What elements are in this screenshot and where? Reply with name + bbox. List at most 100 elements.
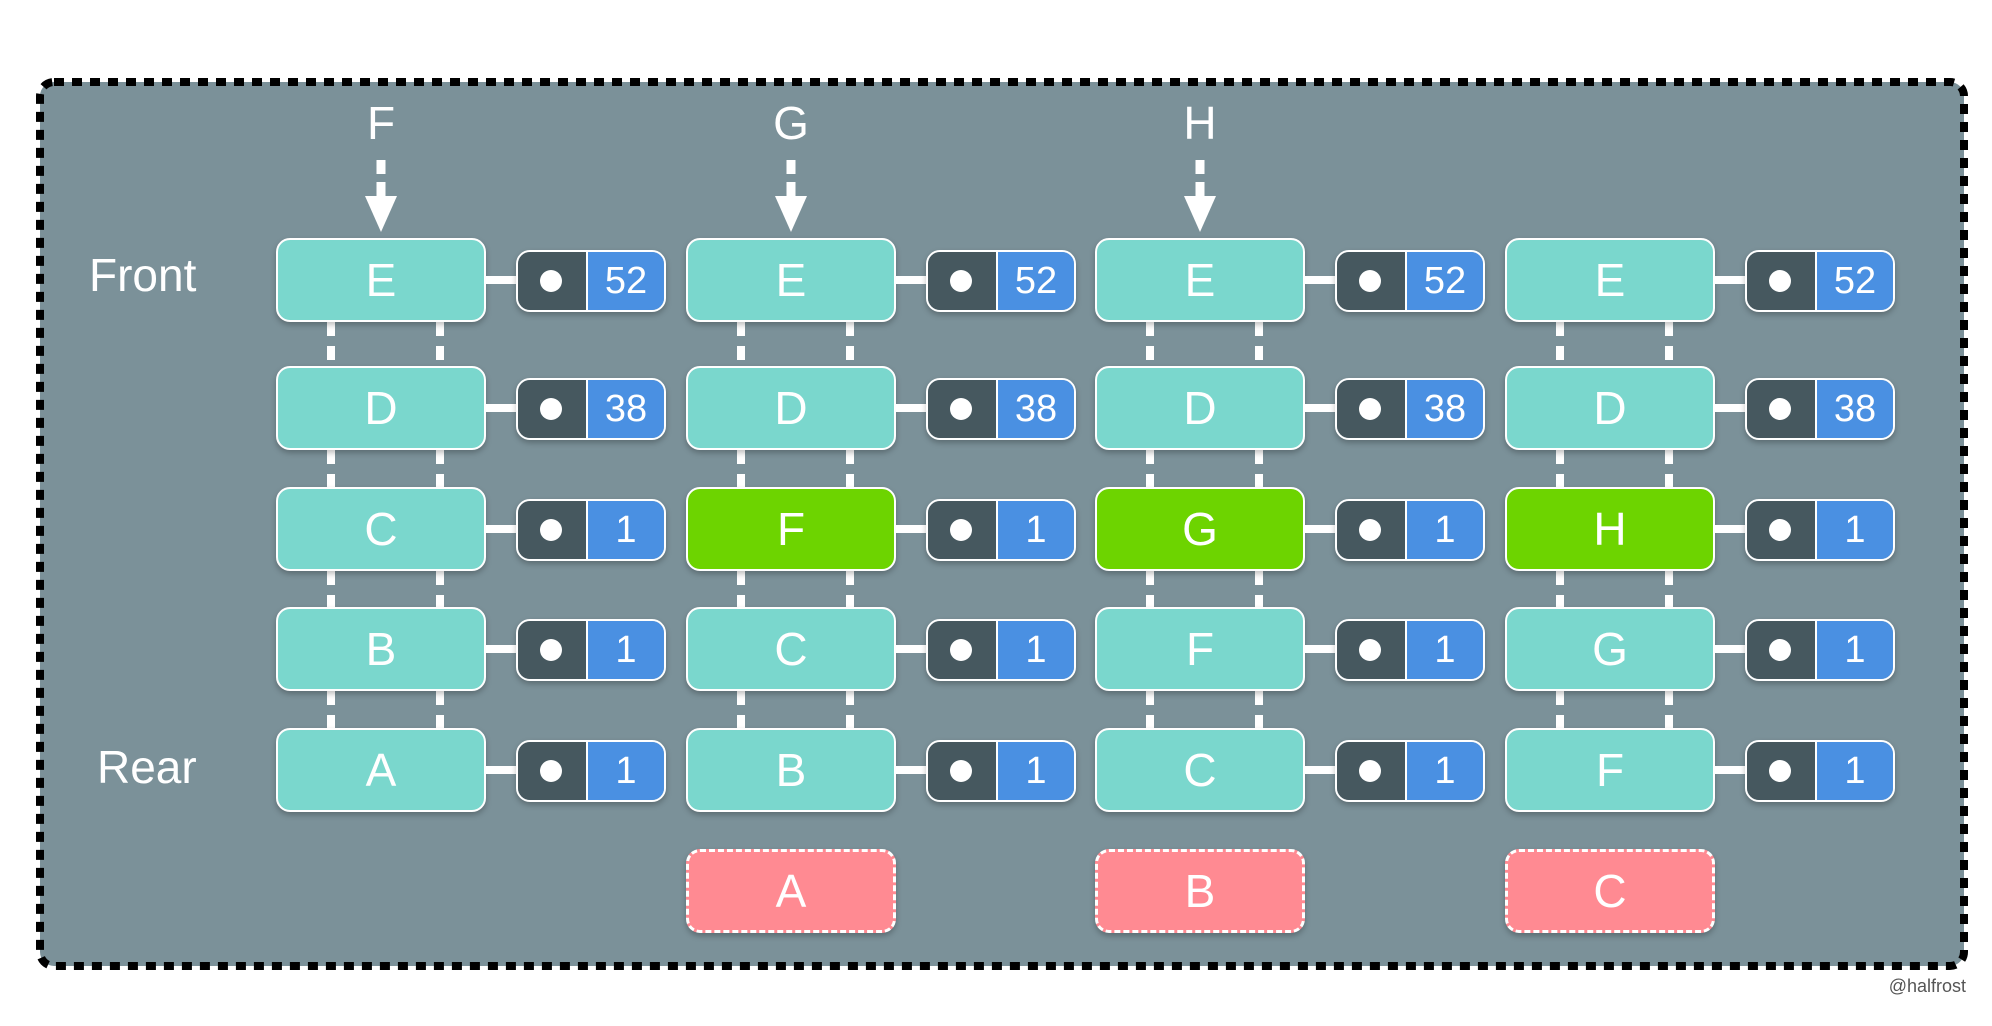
cache-node: G	[1505, 607, 1715, 691]
dashed-link	[846, 691, 854, 728]
cache-node: D	[276, 366, 486, 450]
pointer-cell	[518, 380, 588, 438]
cache-node: F	[1095, 607, 1305, 691]
pointer-dot-icon	[1359, 519, 1381, 541]
dashed-link	[436, 571, 444, 607]
dashed-link	[436, 450, 444, 487]
dashed-link	[846, 571, 854, 607]
dashed-link	[1146, 691, 1154, 728]
value-node: 1	[926, 740, 1076, 802]
pointer-dot-icon	[1359, 760, 1381, 782]
value-cell: 38	[1407, 380, 1483, 438]
credit: @halfrost	[1888, 976, 1966, 996]
front-label: Front	[89, 249, 197, 301]
dashed-link	[1255, 322, 1263, 366]
value-node: 1	[1745, 740, 1895, 802]
evicted-node: C	[1505, 849, 1715, 933]
value-cell: 52	[998, 252, 1074, 310]
pointer-dot-icon	[1769, 398, 1791, 420]
value-node: 52	[1335, 250, 1485, 312]
pointer-dot-icon	[1769, 270, 1791, 292]
cache-node: E	[1505, 238, 1715, 322]
dashed-link	[1665, 571, 1673, 607]
pointer-cell	[928, 501, 998, 559]
value-cell: 38	[1817, 380, 1893, 438]
value-cell: 38	[998, 380, 1074, 438]
pointer-cell	[518, 621, 588, 679]
value-node: 38	[1335, 378, 1485, 440]
value-node: 52	[926, 250, 1076, 312]
cache-node: E	[686, 238, 896, 322]
pointer-cell	[928, 742, 998, 800]
dashed-link	[327, 322, 335, 366]
value-node: 1	[1745, 499, 1895, 561]
value-node: 52	[516, 250, 666, 312]
pointer-cell	[1337, 252, 1407, 310]
dashed-link	[1665, 450, 1673, 487]
dashed-link	[737, 691, 745, 728]
dashed-link	[1255, 571, 1263, 607]
value-cell: 52	[588, 252, 664, 310]
value-cell: 1	[1407, 621, 1483, 679]
value-node: 1	[1335, 619, 1485, 681]
value-node: 1	[516, 740, 666, 802]
cache-node: H	[1505, 487, 1715, 571]
value-node: 38	[1745, 378, 1895, 440]
incoming-label: F	[366, 97, 396, 149]
arrow-down-icon	[1184, 160, 1216, 232]
pointer-dot-icon	[1359, 398, 1381, 420]
pointer-cell	[1337, 380, 1407, 438]
cache-node: C	[686, 607, 896, 691]
pointer-dot-icon	[540, 639, 562, 661]
rear-label: Rear	[97, 741, 197, 793]
value-cell: 1	[998, 742, 1074, 800]
pointer-dot-icon	[1359, 639, 1381, 661]
value-cell: 1	[998, 621, 1074, 679]
dashed-link	[1556, 571, 1564, 607]
pointer-cell	[1747, 742, 1817, 800]
pointer-cell	[1337, 501, 1407, 559]
value-cell: 1	[588, 742, 664, 800]
value-node: 1	[1745, 619, 1895, 681]
arrow-down-icon	[775, 160, 807, 232]
pointer-cell	[928, 380, 998, 438]
dashed-link	[1556, 691, 1564, 728]
pointer-dot-icon	[540, 398, 562, 420]
cache-node: G	[1095, 487, 1305, 571]
pointer-cell	[1337, 742, 1407, 800]
value-cell: 1	[998, 501, 1074, 559]
pointer-cell	[928, 621, 998, 679]
pointer-cell	[518, 501, 588, 559]
dashed-link	[1665, 691, 1673, 728]
incoming-label: G	[773, 97, 809, 149]
pointer-dot-icon	[950, 519, 972, 541]
value-cell: 1	[588, 501, 664, 559]
value-cell: 1	[1407, 742, 1483, 800]
cache-node: E	[1095, 238, 1305, 322]
pointer-dot-icon	[950, 760, 972, 782]
cache-node: B	[276, 607, 486, 691]
value-cell: 1	[1817, 501, 1893, 559]
incoming-label: H	[1183, 97, 1217, 149]
dashed-link	[1255, 691, 1263, 728]
value-cell: 52	[1407, 252, 1483, 310]
dashed-link	[1146, 450, 1154, 487]
value-cell: 1	[1817, 742, 1893, 800]
cache-node: E	[276, 238, 486, 322]
value-node: 38	[516, 378, 666, 440]
pointer-dot-icon	[540, 760, 562, 782]
cache-node: C	[1095, 728, 1305, 812]
dashed-link	[737, 322, 745, 366]
cache-node: F	[1505, 728, 1715, 812]
cache-node: D	[686, 366, 896, 450]
pointer-dot-icon	[950, 270, 972, 292]
dashed-link	[846, 450, 854, 487]
value-node: 1	[516, 499, 666, 561]
value-node: 52	[1745, 250, 1895, 312]
pointer-cell	[1747, 380, 1817, 438]
value-node: 1	[1335, 740, 1485, 802]
dashed-link	[737, 571, 745, 607]
value-cell: 1	[1407, 501, 1483, 559]
dashed-link	[1556, 450, 1564, 487]
evicted-node: A	[686, 849, 896, 933]
